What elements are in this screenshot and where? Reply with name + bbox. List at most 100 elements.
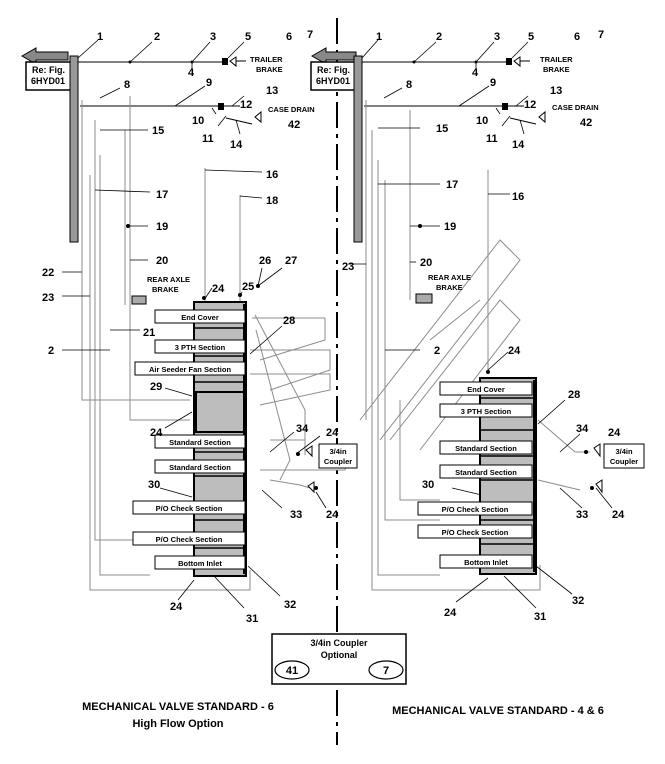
trailer-brake-label-1: TRAILER [250,55,283,64]
callout: 4 [188,67,195,79]
callout: 1 [97,31,103,43]
callout: 24 [326,427,339,439]
callout: 28 [568,389,580,401]
callout: 15 [436,123,448,135]
callout: 3 [210,31,216,43]
section-label: P/O Check Section [156,504,223,513]
optional-title-1: 3/4in Coupler [310,638,368,648]
callout: 29 [150,381,162,393]
callout: 3 [494,31,500,43]
callout: 17 [446,179,458,191]
callout: 24 [212,283,225,295]
trailer-brake-label-1: TRAILER [540,55,573,64]
callout: 28 [283,315,295,327]
callout: 2 [48,345,54,357]
callout: 5 [528,31,534,43]
optional-num-b: 7 [383,665,389,677]
coupler-label-2: Coupler [610,457,638,466]
supply-tube [69,55,79,243]
rear-axle-brake-block [131,295,147,305]
rear-axle-label-1: REAR AXLE [428,273,471,282]
callout: 9 [206,77,212,89]
optional-title-2: Optional [321,650,358,660]
section-label: 3 PTH Section [175,343,226,352]
coupler-box [603,443,645,469]
callout: 6 [574,31,580,43]
section-label: End Cover [467,385,505,394]
callout: 24 [508,345,521,357]
callout: 6 [286,31,292,43]
coupler-label-1: 3/4in [329,447,347,456]
callout: 34 [296,423,309,435]
section-label: Standard Section [455,468,517,477]
ref-label-2: 6HYD01 [316,76,350,86]
callout: 24 [150,427,163,439]
callout: 14 [512,139,525,151]
callout: 11 [486,133,498,145]
coupler-label-1: 3/4in [615,447,633,456]
ref-label-2: 6HYD01 [31,76,65,86]
supply-tube [353,55,363,243]
ref-label-1: Re: Fig. [32,65,65,75]
trailer-brake-label-2: BRAKE [256,65,283,74]
callout: 32 [284,599,296,611]
trailer-brake-label-2: BRAKE [543,65,570,74]
ref-box [25,61,73,91]
callout: 4 [472,67,479,79]
callout: 19 [156,221,168,233]
coupler-box [318,443,358,469]
callout: 27 [285,255,297,267]
callout: 8 [406,79,412,91]
section-label: Bottom Inlet [464,558,508,567]
right-callouts: 1 2 3 4 5 6 7 8 9 10 11 12 13 14 15 16 1… [342,29,625,623]
left-callouts: 1 2 3 4 5 6 7 8 9 10 11 12 13 14 15 16 1… [42,29,339,625]
callout: 12 [240,99,252,111]
section-label: Air Seeder Fan Section [149,365,232,374]
case-drain-label: CASE DRAIN [552,103,599,112]
callout: 33 [576,509,588,521]
callout: 2 [154,31,160,43]
callout: 20 [420,257,432,269]
callout: 32 [572,595,584,607]
callout: 24 [170,601,183,613]
section-label: Bottom Inlet [178,559,222,568]
case-drain-label: CASE DRAIN [268,105,315,114]
right-sections: End Cover 3 PTH Section Standard Section… [417,381,533,569]
callout: 15 [152,125,164,137]
callout: 42 [580,117,592,129]
callout: 23 [42,292,54,304]
right-diagram: Re: Fig. 6HYD01 TRAILER BRAKE CASE DRAIN [310,29,645,717]
section-label: 3 PTH Section [461,407,512,416]
rear-axle-brake-block [415,293,433,304]
callout: 19 [444,221,456,233]
callout: 34 [576,423,589,435]
callout: 10 [192,115,204,127]
callout: 10 [476,115,488,127]
callout: 8 [124,79,130,91]
callout: 17 [156,189,168,201]
callout: 7 [598,29,604,41]
left-caption-2: High Flow Option [132,718,223,730]
callout: 24 [444,607,457,619]
callout: 18 [266,195,278,207]
callout: 22 [42,267,54,279]
callout: 33 [290,509,302,521]
callout: 24 [326,509,339,521]
callout: 31 [246,613,258,625]
section-label: Standard Section [455,444,517,453]
callout: 13 [550,85,562,97]
callout: 9 [490,77,496,89]
callout: 2 [434,345,440,357]
section-label: P/O Check Section [156,535,223,544]
ref-box [310,61,358,91]
section-label: Standard Section [169,438,231,447]
callout: 24 [608,427,621,439]
callout: 7 [307,29,313,41]
section-label: Standard Section [169,463,231,472]
callout: 30 [422,479,434,491]
callout: 11 [202,133,214,145]
rear-axle-label-2: BRAKE [436,283,463,292]
coupler-label-2: Coupler [324,457,352,466]
callout: 13 [266,85,278,97]
callout: 21 [143,327,155,339]
